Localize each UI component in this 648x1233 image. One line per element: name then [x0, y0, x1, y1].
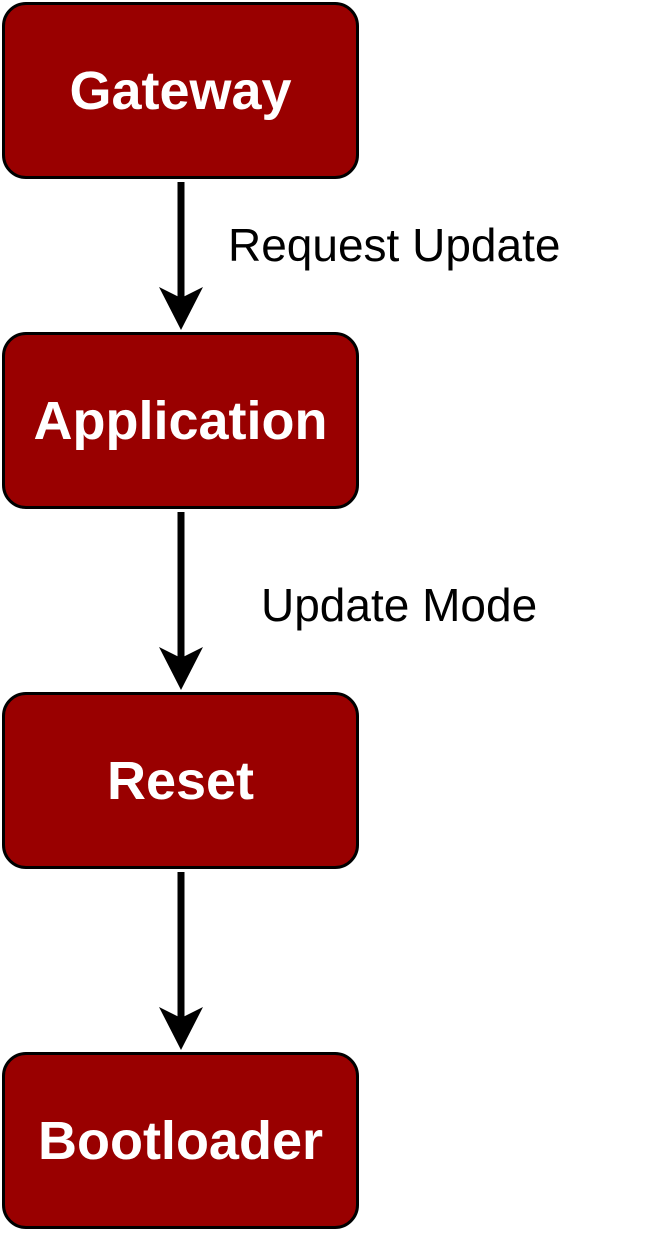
reset-node: Reset	[2, 692, 359, 869]
bootloader-node-label: Bootloader	[37, 1110, 323, 1171]
arrow-gateway-to-application	[159, 182, 203, 330]
application-node-label: Application	[33, 390, 328, 451]
bootloader-node: Bootloader	[2, 1052, 359, 1229]
update-mode-edge-label: Update Mode	[261, 579, 538, 631]
reset-node-label: Reset	[106, 750, 255, 811]
gateway-node-label: Gateway	[69, 60, 292, 121]
request-update-edge-label: Request Update	[228, 219, 561, 271]
gateway-node: Gateway	[2, 2, 359, 179]
application-node: Application	[2, 332, 359, 509]
arrow-application-to-reset	[159, 512, 203, 690]
arrow-reset-to-bootloader	[159, 872, 203, 1050]
